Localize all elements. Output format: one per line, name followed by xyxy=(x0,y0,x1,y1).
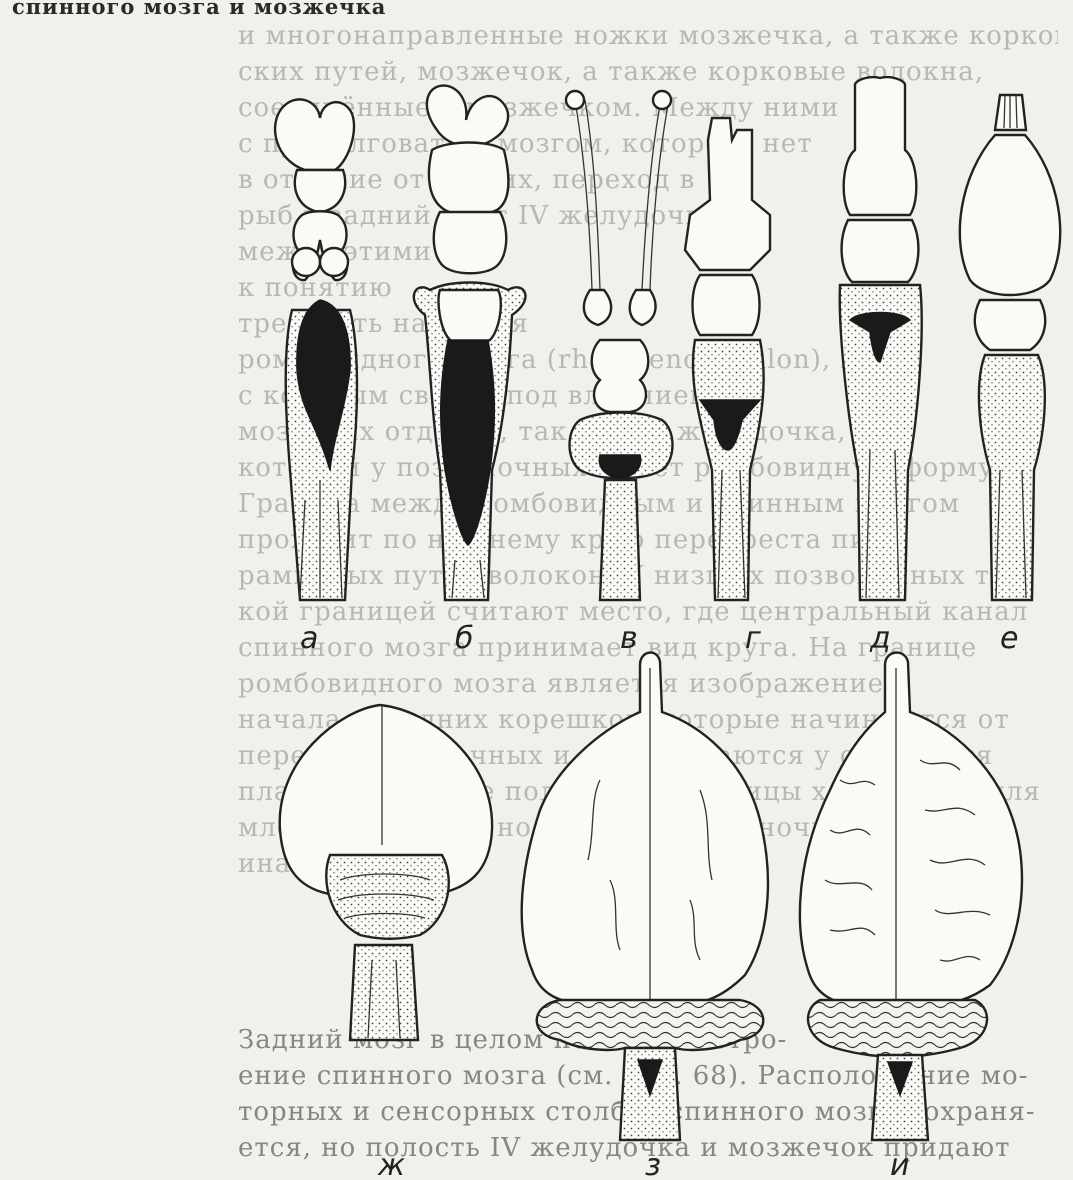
panel-label-z: з xyxy=(645,1148,661,1180)
panel-label-e: е xyxy=(1000,621,1018,656)
brain-g xyxy=(685,118,770,600)
brain-e xyxy=(960,95,1060,600)
panel-label-v: в xyxy=(620,621,638,656)
brain-a xyxy=(275,99,357,600)
brain-i xyxy=(800,653,1022,1140)
brain-b xyxy=(414,86,526,600)
panel-label-b: б xyxy=(455,621,474,656)
panel-label-g: г xyxy=(745,621,761,656)
brain-zh xyxy=(280,705,492,1040)
panel-label-d: д xyxy=(869,621,891,656)
panel-label-zh: ж xyxy=(377,1148,405,1180)
panel-label-a: а xyxy=(300,621,318,656)
panel-label-i: и xyxy=(890,1148,910,1180)
brain-d xyxy=(840,77,922,600)
brain-z xyxy=(522,653,768,1140)
brain-v xyxy=(566,91,673,600)
